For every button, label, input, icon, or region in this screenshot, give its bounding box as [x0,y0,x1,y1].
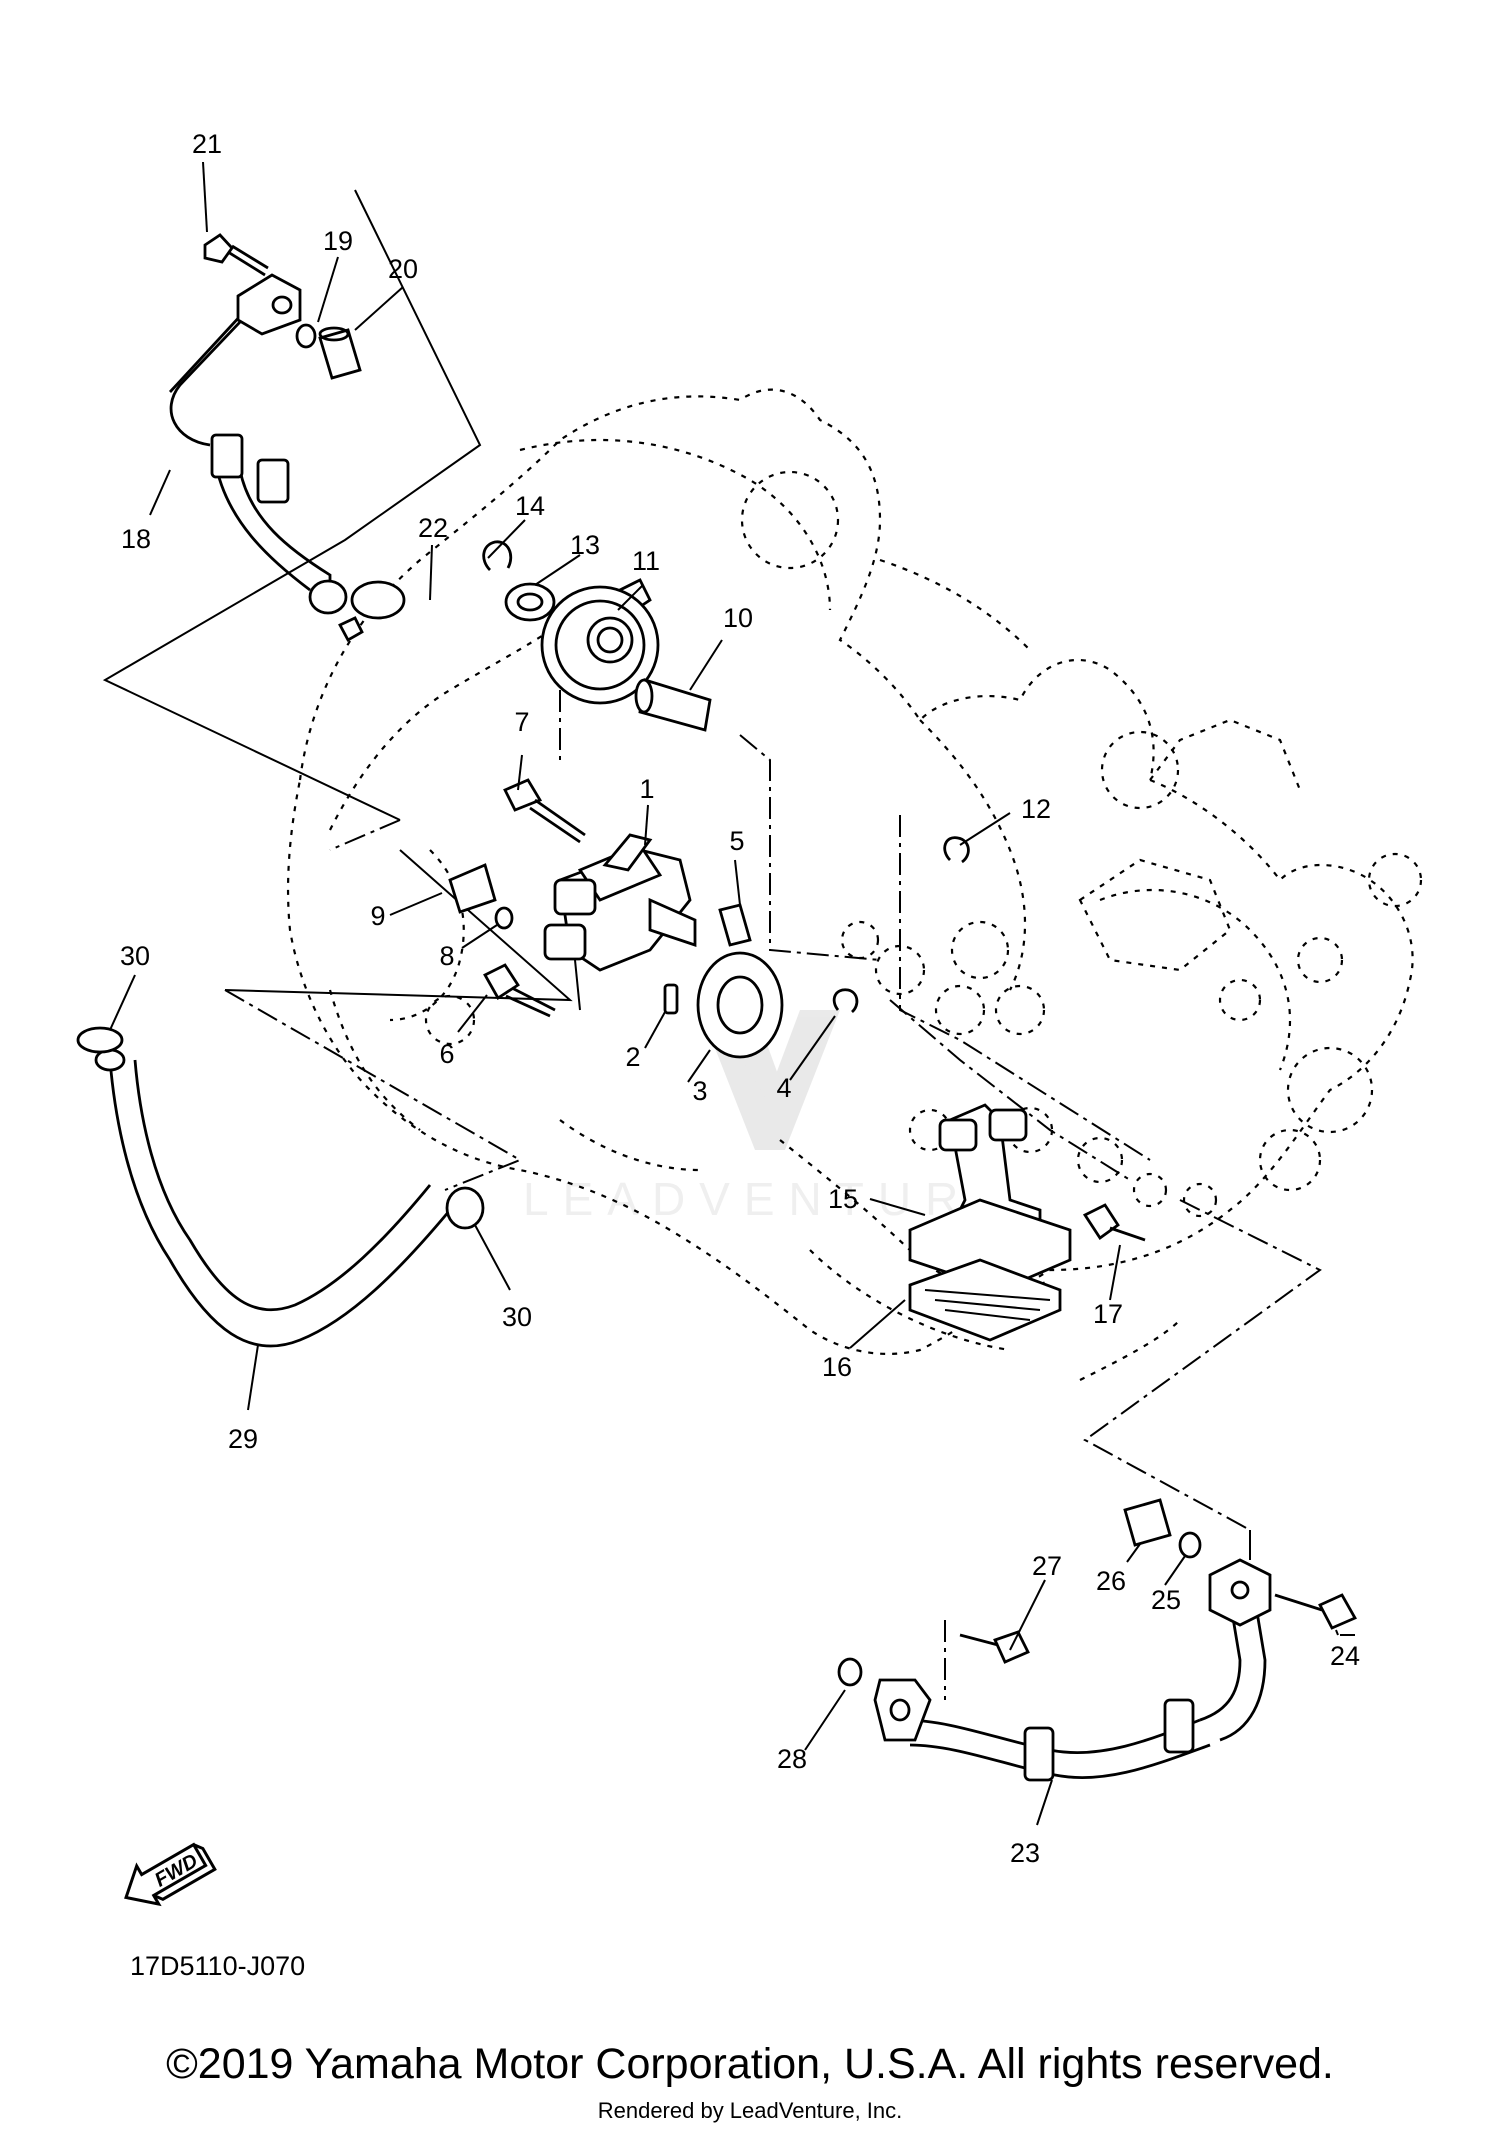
callout-14: 14 [515,491,545,521]
callout-18: 18 [121,524,151,554]
copyright-notice: ©2019 Yamaha Motor Corporation, U.S.A. A… [166,2040,1334,2088]
callout-27: 27 [1032,1551,1062,1581]
rendered-by-note: Rendered by LeadVenture, Inc. [597,2098,903,2123]
callout-17: 17 [1093,1299,1123,1329]
drive-gear-group [482,540,712,732]
callout-2: 2 [625,1042,640,1072]
callout-24: 24 [1330,1641,1360,1671]
callout-25: 25 [1151,1585,1181,1615]
callout-13: 13 [570,530,600,560]
callout-15: 15 [828,1184,858,1214]
callout-12: 12 [1021,794,1051,824]
callout-30a: 30 [120,941,150,971]
callout-5: 5 [729,826,744,856]
callout-3: 3 [692,1076,707,1106]
callout-11: 11 [632,546,660,576]
callout-20: 20 [388,254,418,284]
oil-strainer-group [908,1103,1146,1342]
callout-6: 6 [439,1039,454,1069]
callout-labels: 21 19 20 18 22 14 13 11 10 7 1 12 5 9 8 … [120,129,1360,1868]
callout-7: 7 [514,707,529,737]
callout-16: 16 [822,1352,852,1382]
callout-4: 4 [776,1073,791,1103]
oil-pipe-lower [837,1498,1357,1782]
oil-pump-group [448,778,970,1059]
callout-21: 21 [192,129,222,159]
callout-30b: 30 [502,1302,532,1332]
callout-9: 9 [370,901,385,931]
callout-19: 19 [323,226,353,256]
callout-26: 26 [1096,1566,1126,1596]
fwd-arrow-icon: FWD [124,1842,217,1907]
callout-23: 23 [1010,1838,1040,1868]
breather-hose [76,1026,485,1348]
callout-8: 8 [439,941,454,971]
reference-lines [102,189,1322,1700]
watermark-text: LEADVENTURE [523,1173,1017,1225]
callout-10: 10 [723,603,753,633]
callout-29: 29 [228,1424,258,1454]
callout-28: 28 [777,1744,807,1774]
leader-lines [109,161,1355,1826]
oil-pipe-upper [168,233,406,642]
diagram-part-code: 17D5110-J070 [130,1951,305,1981]
callout-1: 1 [639,774,654,804]
engine-case-outline [286,388,1423,1381]
callout-22: 22 [418,513,448,543]
